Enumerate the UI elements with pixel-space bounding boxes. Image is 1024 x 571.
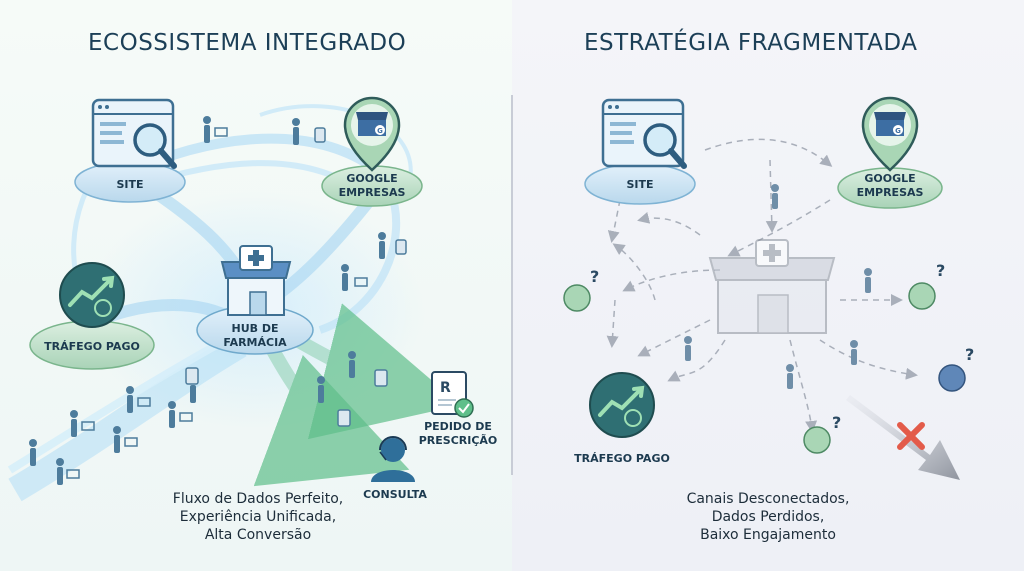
integrated-title: ECOSSISTEMA INTEGRADO	[88, 30, 407, 56]
paid-traffic-node	[29, 262, 155, 370]
shopper-with-cart	[70, 410, 95, 437]
question-mark: ?	[590, 267, 599, 286]
shopper-with-cart	[113, 426, 138, 453]
question-marks: ? ? ? ?	[590, 261, 974, 432]
rx-symbol: R	[440, 380, 451, 396]
google-label-line2: EMPRESAS	[856, 186, 924, 199]
growth-chart-icon	[598, 385, 645, 427]
shopper-figure	[29, 439, 37, 466]
shopper-with-cart	[56, 458, 80, 485]
shopper-figure	[317, 376, 325, 403]
growth-chart-icon	[68, 275, 115, 317]
confused-user-icon	[563, 284, 591, 312]
google-node-fragmented: G	[837, 96, 943, 209]
question-mark: ?	[965, 345, 974, 364]
person-figure	[684, 336, 692, 361]
site-label: SITE	[116, 178, 144, 191]
person-figure	[771, 184, 779, 209]
paid-traffic-node-fragmented	[589, 372, 655, 438]
panel-divider	[511, 95, 513, 475]
broken-flow-arrow	[846, 395, 960, 480]
search-icon	[643, 123, 687, 169]
integrated-caption-line2: Experiência Unificada,	[179, 509, 337, 525]
google-label-fragmented: GOOGLE EMPRESAS	[850, 172, 930, 200]
prescription-label-line2: PRESCRIÇÃO	[418, 434, 498, 447]
prescription-label-line1: PEDIDO DE	[424, 420, 492, 433]
confused-user-icon	[803, 426, 831, 454]
integrated-caption-line3: Alta Conversão	[204, 527, 312, 543]
hub-label-line2: FARMÁCIA	[223, 336, 287, 349]
storefront-icon: G	[356, 112, 388, 136]
person-figure	[864, 268, 872, 293]
shopper-with-medicine	[378, 232, 407, 259]
fragmented-caption-line1: Canais Desconectados,	[686, 491, 850, 507]
hub-label: HUB DE FARMÁCIA	[215, 322, 295, 350]
badge-letter: G	[895, 127, 901, 135]
shopper-with-cart	[126, 386, 151, 413]
google-label: GOOGLE EMPRESAS	[332, 172, 412, 200]
fragmented-dashed-arrows	[606, 138, 918, 433]
integrated-caption: Fluxo de Dados Perfeito, Experiência Uni…	[148, 490, 368, 544]
confused-users	[563, 282, 966, 454]
confused-user-icon	[908, 282, 936, 310]
google-label-line1: GOOGLE	[864, 172, 916, 185]
google-label-line2: EMPRESAS	[338, 186, 406, 199]
fragmented-caption-line2: Dados Perdidos,	[711, 509, 825, 525]
question-mark: ?	[832, 413, 841, 432]
medicine-bottle-icon	[337, 409, 351, 427]
shopper-with-cart	[168, 401, 193, 428]
person-figure	[850, 340, 858, 365]
google-label-line1: GOOGLE	[346, 172, 398, 185]
fragmented-caption: Canais Desconectados, Dados Perdidos, Ba…	[658, 490, 878, 544]
medicine-bottle-icon	[374, 369, 388, 387]
shopper-figure	[348, 351, 356, 378]
fragmented-title: ESTRATÉGIA FRAGMENTADA	[584, 30, 918, 56]
wandering-users	[684, 184, 872, 389]
site-node	[74, 98, 186, 203]
person-figure	[786, 364, 794, 389]
prescription-label: PEDIDO DE PRESCRIÇÃO	[415, 420, 501, 448]
paid-traffic-label: TRÁFEGO PAGO	[44, 340, 140, 353]
question-mark: ?	[936, 261, 945, 280]
pharmacy-store-icon	[220, 245, 292, 316]
storefront-icon: G	[874, 112, 906, 136]
google-node: G	[321, 96, 423, 207]
pharmacy-store-faded	[708, 239, 836, 334]
fragmented-caption-line3: Baixo Engajamento	[700, 527, 836, 543]
search-icon	[133, 123, 177, 169]
checkmark-icon	[454, 398, 474, 418]
pharmacy-hub-node	[196, 245, 314, 355]
prescription-node: R	[431, 371, 474, 418]
paid-traffic-label-fragmented: TRÁFEGO PAGO	[574, 452, 670, 465]
shopper-with-cart	[341, 264, 368, 291]
shopper-with-medicine	[292, 118, 326, 145]
integrated-caption-line1: Fluxo de Dados Perfeito,	[172, 491, 344, 507]
consultation-node	[371, 436, 415, 482]
confused-user-icon	[938, 364, 966, 392]
shoppers-group	[29, 116, 407, 485]
medicine-bottle-icon	[185, 367, 199, 385]
site-label-fragmented: SITE	[626, 178, 654, 191]
headset-icon	[379, 436, 407, 461]
badge-letter: G	[377, 127, 383, 135]
consult-label: CONSULTA	[363, 488, 427, 501]
site-node-fragmented	[584, 98, 696, 205]
shopper-with-cart	[203, 116, 228, 143]
x-mark-icon	[897, 422, 925, 450]
hub-label-line1: HUB DE	[231, 322, 279, 335]
